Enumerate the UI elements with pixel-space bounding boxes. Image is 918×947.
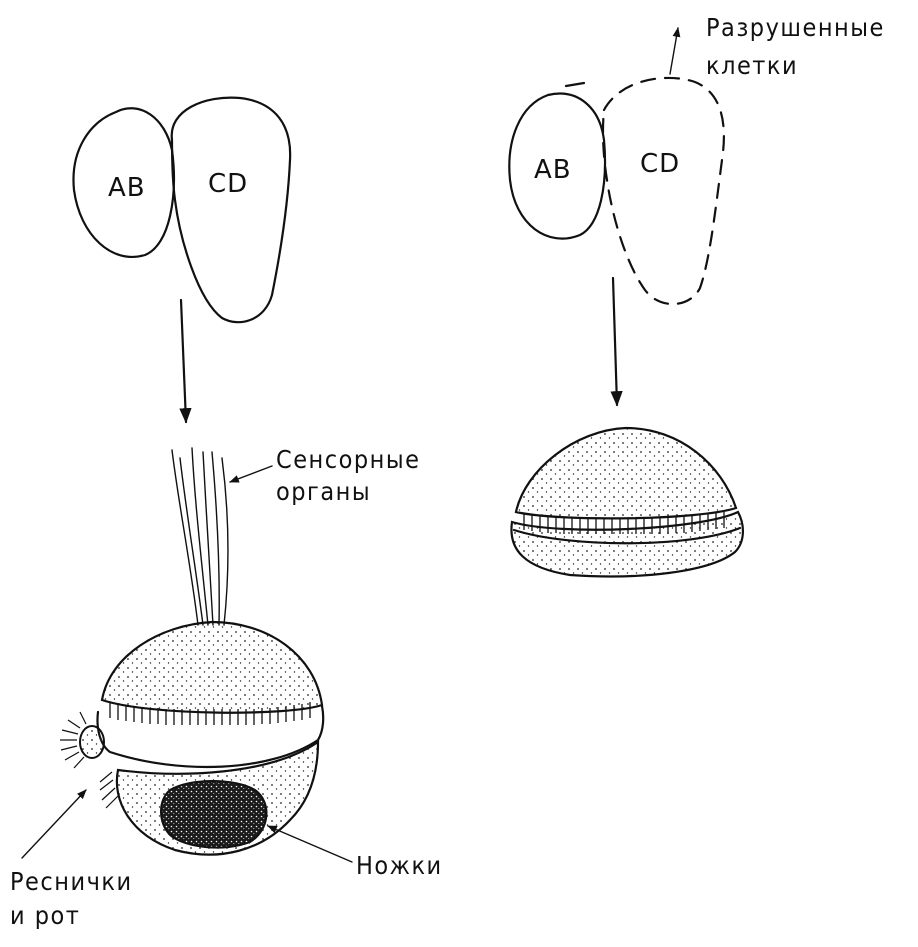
defective-larva-band-line — [512, 526, 742, 545]
destroyed-cells-label-line1: Разрушенные — [706, 13, 885, 42]
larva-ciliary-band-cilia — [109, 702, 311, 725]
cell-cd-label-right: CD — [640, 149, 680, 179]
sensory-organs-pointer — [229, 465, 273, 483]
larva-mouth — [79, 725, 105, 759]
cell-cd-destroyed-outline — [601, 76, 725, 306]
destroyed-cells-label-line2: клетки — [706, 51, 798, 80]
cell-ab-label-right: AB — [534, 155, 572, 185]
sensory-organs-label-line2: органы — [276, 477, 371, 506]
cilia-label-line2: и рот — [10, 901, 80, 930]
mouth-cilia — [60, 711, 119, 809]
development-arrow-right — [610, 276, 623, 407]
sensory-organs-label-line1: Сенсорные — [276, 445, 420, 474]
cell-cd-outline — [170, 96, 292, 324]
cell-ab-outline — [72, 107, 175, 258]
cell-ab-label: AB — [108, 173, 146, 203]
cell-ab-outline-right — [508, 92, 607, 240]
cilia-pointer — [21, 789, 87, 859]
normal-larva — [60, 447, 325, 856]
small-fragment — [564, 81, 586, 88]
normal-embryo: AB CD — [72, 96, 292, 324]
feet-pointer — [267, 825, 353, 863]
larva-feet — [160, 780, 268, 849]
sensory-organs — [171, 447, 229, 626]
cd-destroyed-embryo: AB CD — [508, 76, 725, 306]
cilia-label-line1: Реснички — [10, 867, 133, 896]
larva-upper-dome — [100, 620, 324, 714]
destroyed-cells-pointer — [669, 27, 681, 75]
cell-cd-label: CD — [208, 169, 248, 199]
development-arrow-left — [179, 298, 192, 424]
feet-label: Ножки — [356, 851, 443, 880]
defective-larva-dome — [514, 426, 738, 520]
defective-larva — [510, 426, 744, 578]
